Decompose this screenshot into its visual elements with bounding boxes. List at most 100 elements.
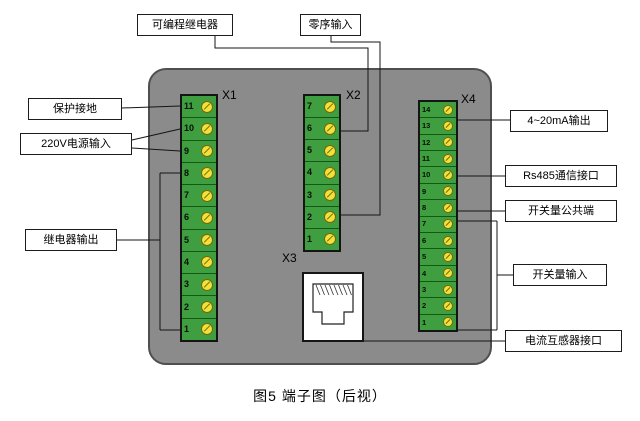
screw-terminal-icon xyxy=(443,170,453,181)
terminal-x2-6: 6 xyxy=(305,118,339,141)
screw-terminal-icon xyxy=(443,235,453,246)
terminal-block-x4: 14 13 12 11 10 9 8 7 6 5 4 3 2 1 xyxy=(418,100,458,332)
screw-terminal-icon xyxy=(443,284,453,295)
rj45-jack-icon xyxy=(312,283,354,325)
terminal-block-x2-label: X2 xyxy=(346,88,361,102)
terminal-x2-4: 4 xyxy=(305,162,339,185)
terminal-number: 4 xyxy=(422,268,427,278)
terminal-number: 1 xyxy=(307,233,313,244)
screw-terminal-icon xyxy=(324,166,336,179)
screw-terminal-icon xyxy=(443,137,453,148)
screw-terminal-icon xyxy=(443,219,453,230)
callout-relay-output: 继电器输出 xyxy=(25,229,117,251)
callout-ct-interface: 电流互感器接口 xyxy=(505,330,622,352)
terminal-number: 2 xyxy=(184,301,190,312)
terminal-x2-2: 2 xyxy=(305,207,339,229)
callout-zero-sequence-input: 零序输入 xyxy=(300,14,361,36)
screw-terminal-icon xyxy=(201,122,213,135)
terminal-x2-7: 7 xyxy=(305,96,339,119)
terminal-block-x2: 7 6 5 4 3 2 1 xyxy=(303,94,341,252)
screw-terminal-icon xyxy=(324,233,336,246)
terminal-x4-12: 12 xyxy=(420,135,456,152)
callout-4-20ma-output: 4~20mA输出 xyxy=(510,110,608,132)
terminal-number: 6 xyxy=(307,123,313,134)
screw-terminal-icon xyxy=(201,234,213,247)
terminal-number: 6 xyxy=(422,235,427,245)
terminal-x1-11: 11 xyxy=(182,96,216,119)
screw-terminal-icon xyxy=(201,323,213,336)
terminal-number: 7 xyxy=(184,190,190,201)
terminal-number: 11 xyxy=(184,101,194,112)
screw-terminal-icon xyxy=(201,100,213,113)
terminal-x4-1: 1 xyxy=(420,315,456,330)
terminal-x2-1: 1 xyxy=(305,229,339,250)
terminal-number: 12 xyxy=(422,137,431,147)
screw-terminal-icon xyxy=(443,251,453,262)
terminal-x1-7: 7 xyxy=(182,185,216,208)
terminal-number: 5 xyxy=(307,145,313,156)
terminal-x4-7: 7 xyxy=(420,217,456,233)
screw-terminal-icon xyxy=(324,144,336,157)
terminal-number: 9 xyxy=(184,145,190,156)
terminal-number: 5 xyxy=(422,252,427,262)
terminal-number: 14 xyxy=(422,104,431,114)
connector-x3-label: X3 xyxy=(282,251,297,265)
screw-terminal-icon xyxy=(443,121,453,132)
terminal-number: 2 xyxy=(307,211,313,222)
terminal-number: 3 xyxy=(184,279,190,290)
callout-rs485-interface: Rs485通信接口 xyxy=(505,165,617,187)
terminal-number: 1 xyxy=(184,323,190,334)
figure-caption: 图5 端子图（后视） xyxy=(253,388,387,404)
terminal-x1-10: 10 xyxy=(182,118,216,141)
terminal-number: 7 xyxy=(422,219,427,229)
terminal-number: 3 xyxy=(307,189,313,200)
terminal-number: 8 xyxy=(422,203,427,213)
screw-terminal-icon xyxy=(201,278,213,291)
terminal-number: 6 xyxy=(184,212,190,223)
terminal-x4-6: 6 xyxy=(420,233,456,250)
callout-protective-earth: 保护接地 xyxy=(28,98,122,120)
terminal-number: 7 xyxy=(307,101,313,112)
screw-terminal-icon xyxy=(201,301,213,314)
terminal-number: 1 xyxy=(422,317,427,327)
terminal-number: 2 xyxy=(422,301,427,311)
terminal-x4-8: 8 xyxy=(420,200,456,217)
screw-terminal-icon xyxy=(443,153,453,164)
rj45-connector-x3 xyxy=(302,272,364,342)
screw-terminal-icon xyxy=(443,202,453,213)
screw-terminal-icon xyxy=(443,104,453,115)
terminal-x4-13: 13 xyxy=(420,118,456,135)
callout-switch-input: 开关量输入 xyxy=(513,264,607,286)
terminal-x4-5: 5 xyxy=(420,249,456,266)
screw-terminal-icon xyxy=(324,100,336,113)
terminal-x4-4: 4 xyxy=(420,266,456,282)
terminal-x2-5: 5 xyxy=(305,140,339,163)
terminal-x1-5: 5 xyxy=(182,230,216,252)
terminal-x4-10: 10 xyxy=(420,167,456,184)
terminal-x4-3: 3 xyxy=(420,282,456,299)
terminal-x4-11: 11 xyxy=(420,151,456,168)
screw-terminal-icon xyxy=(443,186,453,197)
screw-terminal-icon xyxy=(201,211,213,224)
terminal-x1-1: 1 xyxy=(182,319,216,340)
terminal-x1-4: 4 xyxy=(182,252,216,275)
screw-terminal-icon xyxy=(443,300,453,311)
screw-terminal-icon xyxy=(201,256,213,269)
terminal-x2-3: 3 xyxy=(305,185,339,207)
screw-terminal-icon xyxy=(324,122,336,135)
terminal-number: 10 xyxy=(184,123,195,134)
terminal-x4-9: 9 xyxy=(420,184,456,201)
terminal-block-x1-label: X1 xyxy=(222,88,237,102)
screw-terminal-icon xyxy=(443,317,453,328)
terminal-number: 4 xyxy=(184,256,190,267)
screw-terminal-icon xyxy=(443,268,453,279)
terminal-number: 9 xyxy=(422,186,427,196)
callout-programmable-relay: 可编程继电器 xyxy=(137,14,233,36)
screw-terminal-icon xyxy=(201,167,213,180)
terminal-x1-2: 2 xyxy=(182,296,216,319)
terminal-block-x4-label: X4 xyxy=(461,92,476,106)
terminal-x4-14: 14 xyxy=(420,102,456,119)
terminal-number: 11 xyxy=(422,154,430,163)
